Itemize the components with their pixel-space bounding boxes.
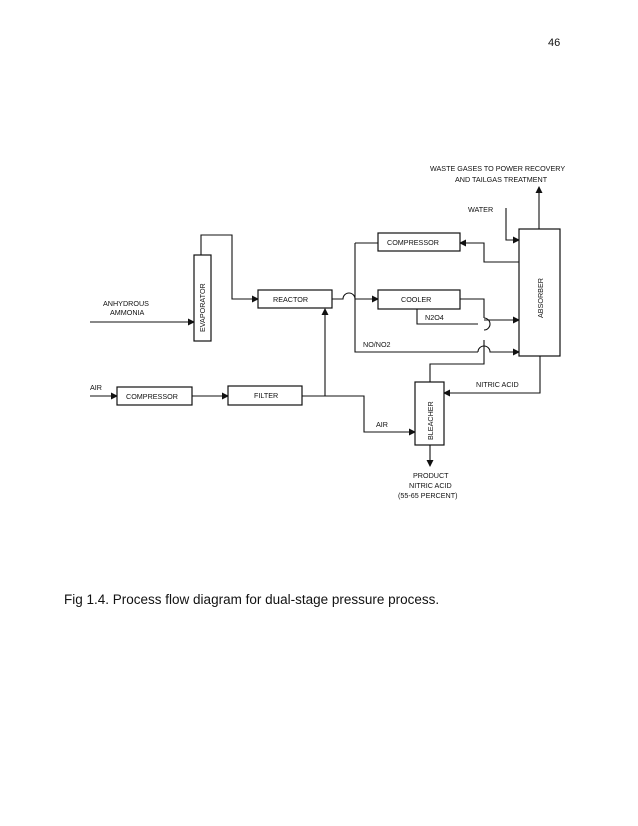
water-label: WATER — [468, 205, 493, 214]
nitric-acid-line — [443, 356, 541, 397]
bleacher-gas-line — [429, 340, 485, 382]
no-no2-hump — [477, 345, 520, 356]
figure-caption: Fig 1.4. Process flow diagram for dual-s… — [64, 592, 440, 607]
absorber-label: ABSORBER — [536, 278, 545, 318]
absorber-to-compressor-line — [459, 239, 519, 263]
n2o4-line — [416, 309, 478, 325]
page-number: 46 — [548, 37, 561, 49]
waste-gases-label-2: AND TAILGAS TREATMENT — [455, 175, 548, 184]
flow-lines — [90, 186, 543, 467]
cooler-to-absorber-line — [460, 298, 485, 318]
bleacher-label: BLEACHER — [426, 401, 435, 440]
anhydrous-label-2: AMMONIA — [110, 308, 145, 317]
cooler-hump — [483, 317, 491, 331]
product-label-3: (55-65 PERCENT) — [398, 491, 458, 500]
filter-label: FILTER — [254, 391, 278, 400]
no-no2-label: NO/NO2 — [363, 340, 391, 349]
anhydrous-label-1: ANHYDROUS — [103, 299, 149, 308]
filter-to-bleacher-line — [325, 395, 416, 436]
bottom-compressor-label: COMPRESSOR — [126, 392, 178, 401]
air-bleacher-label: AIR — [376, 420, 388, 429]
filter-to-reactor-line — [302, 308, 329, 397]
nitric-acid-label: NITRIC ACID — [476, 380, 519, 389]
no-no2-line — [354, 299, 478, 353]
absorber-box — [518, 228, 561, 357]
cooler-box — [377, 289, 461, 310]
evaporator-label: EVAPORATOR — [198, 283, 207, 332]
product-label-1: PRODUCT — [413, 471, 449, 480]
filter-box — [227, 385, 303, 406]
reactor-box — [257, 289, 333, 309]
reactor-label: REACTOR — [273, 295, 308, 304]
evaporator-to-reactor-line — [200, 234, 259, 303]
air-inlet-label: AIR — [90, 383, 102, 392]
water-line — [505, 208, 520, 244]
top-compressor-box — [377, 232, 461, 252]
product-label-2: NITRIC ACID — [409, 481, 452, 490]
bottom-compressor-box — [116, 386, 193, 406]
n2o4-label: N2O4 — [425, 313, 444, 322]
evaporator-box — [193, 254, 212, 342]
top-compressor-label: COMPRESSOR — [387, 238, 439, 247]
waste-gases-label-1: WASTE GASES TO POWER RECOVERY — [430, 164, 565, 173]
bleacher-box — [414, 381, 445, 446]
cooler-label: COOLER — [401, 295, 431, 304]
